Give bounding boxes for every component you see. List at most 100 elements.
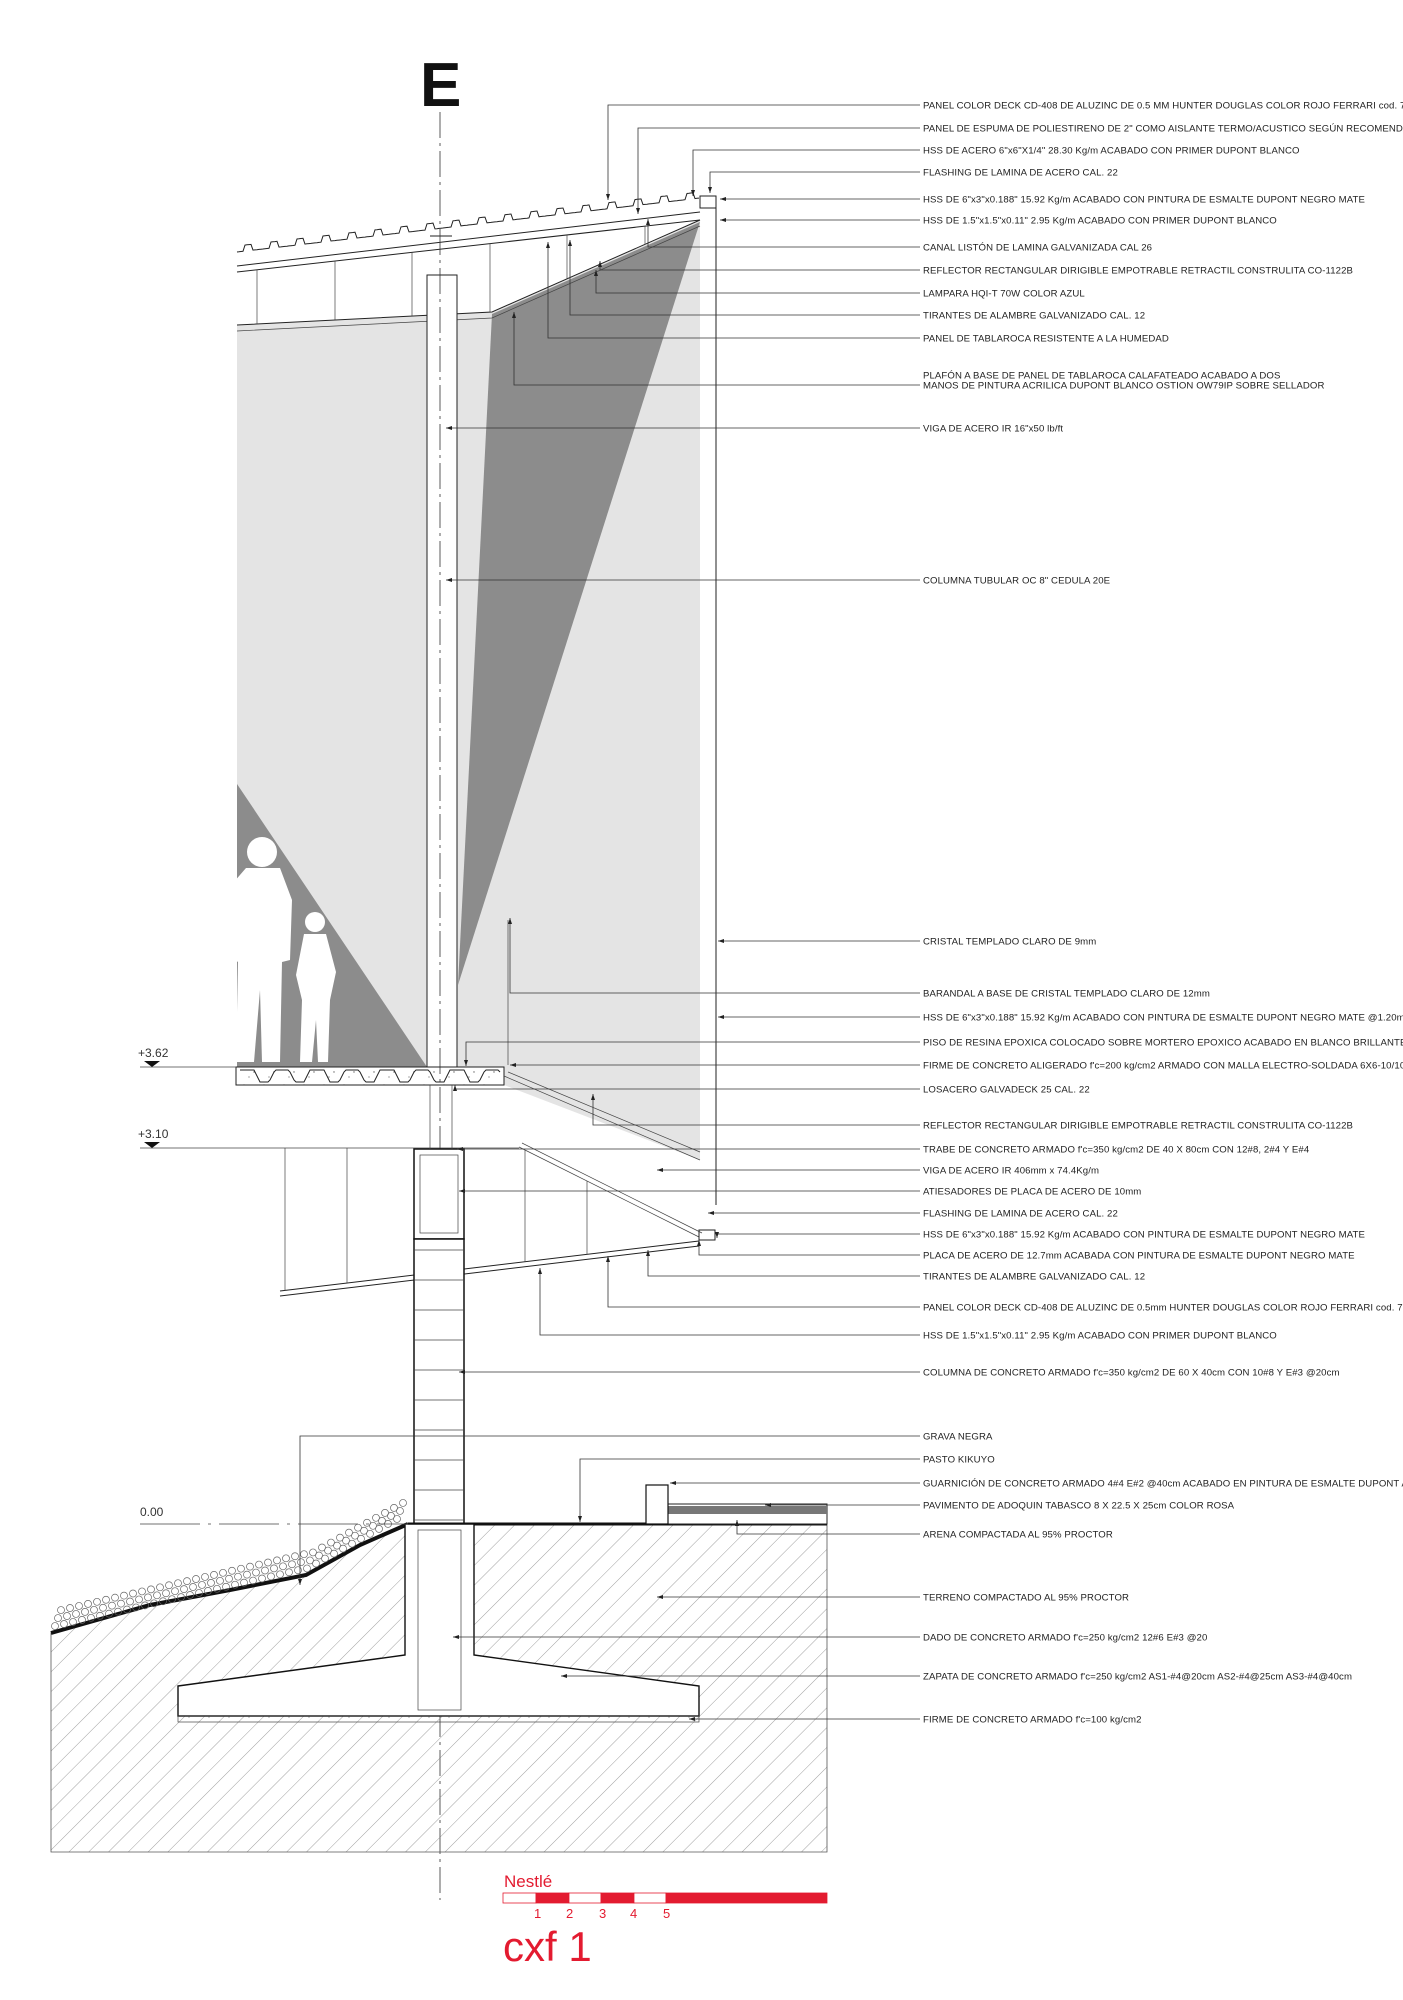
leader-arrow-icon (464, 1060, 468, 1066)
leader-line (698, 1240, 920, 1256)
level-markers: +3.62 +3.10 0.00 (138, 1046, 408, 1525)
leader-line (709, 171, 920, 193)
leader-line (547, 242, 920, 339)
annotation-label: MANOS DE PINTURA ACRILICA DUPONT BLANCO … (923, 381, 1324, 392)
leader-line (509, 918, 920, 994)
leader-arrow-icon (453, 1085, 457, 1091)
annotation-label: BARANDAL A BASE DE CRISTAL TEMPLADO CLAR… (923, 989, 1210, 1000)
leader-arrow-icon (568, 240, 572, 246)
steel-tubular-column (426, 274, 458, 1068)
annotation-label: LOSACERO GALVADECK 25 CAL. 22 (923, 1085, 1090, 1096)
leader-arrow-icon (715, 1232, 719, 1238)
concrete-column (413, 1085, 465, 1530)
brand-name: Nestlé (504, 1872, 552, 1891)
annotation-label: COLUMNA TUBULAR OC 8" CEDULA 20E (923, 576, 1110, 587)
annotation-label: FIRME DE CONCRETO ALIGERADO f'c=200 kg/c… (923, 1061, 1403, 1072)
leader-arrow-icon (446, 426, 452, 430)
annotation-label: TERRENO COMPACTADO AL 95% PROCTOR (923, 1593, 1129, 1604)
leader-line (647, 1250, 920, 1277)
leader-arrow-icon (657, 1168, 663, 1172)
adult-silhouette (214, 837, 292, 1062)
leader-arrow-icon (453, 1635, 459, 1639)
scale-tick-label: 4 (630, 1906, 637, 1921)
scale-tick-label: 3 (599, 1906, 606, 1921)
annotation-label: ATIESADORES DE PLACA DE ACERO DE 10mm (923, 1187, 1141, 1198)
wall-shadow-triangle (458, 222, 700, 985)
annotation-label: HSS DE 6"x3"x0.188" 15.92 Kg/m ACABADO C… (923, 195, 1365, 206)
leader-arrow-icon (636, 208, 640, 214)
leader-arrow-icon (735, 1520, 739, 1526)
annotation-label: TRABE DE CONCRETO ARMADO f'c=350 kg/cm2 … (923, 1145, 1310, 1156)
annotation-label: CANAL LISTÓN DE LAMINA GALVANIZADA CAL 2… (923, 243, 1152, 254)
leader-arrow-icon (689, 1717, 695, 1721)
scale-bar-segment (568, 1892, 602, 1904)
annotation-label: PISO DE RESINA EPOXICA COLOCADO SOBRE MO… (923, 1038, 1403, 1049)
leader-line (299, 1435, 920, 1585)
leader-arrow-icon (459, 1370, 465, 1374)
annotation-label: FLASHING DE LAMINA DE ACERO CAL. 22 (923, 1209, 1118, 1220)
level-upper-floor: +3.62 (138, 1046, 169, 1060)
leader-arrow-icon (508, 918, 512, 924)
title-block: Nestlé 1 2 3 4 5 cxf 1 (502, 1872, 828, 1970)
leader-arrow-icon (578, 1516, 582, 1522)
annotation-label: GRAVA NEGRA (923, 1432, 993, 1443)
leader-line (569, 240, 920, 316)
leader-line (595, 270, 920, 294)
leader-arrow-icon (538, 1268, 542, 1274)
leader-arrow-icon (591, 1094, 595, 1100)
leader-arrow-icon (512, 312, 516, 318)
annotation-label: FLASHING DE LAMINA DE ACERO CAL. 22 (923, 168, 1118, 179)
annotation-label: CRISTAL TEMPLADO CLARO DE 9mm (923, 937, 1096, 948)
leader-arrow-icon (646, 219, 650, 225)
annotation-label: PLAFÓN A BASE DE PANEL DE TABLAROCA CALA… (923, 371, 1280, 382)
leader-line (579, 1458, 920, 1522)
annotation-label: ARENA COMPACTADA AL 95% PROCTOR (923, 1530, 1113, 1541)
annotation-label: HSS DE 1.5"x1.5"x0.11" 2.95 Kg/m ACABADO… (923, 1331, 1277, 1342)
scale-bar-segment (502, 1892, 537, 1904)
annotation-label: PANEL DE ESPUMA DE POLIESTIRENO DE 2" CO… (923, 124, 1403, 135)
annotation-label: REFLECTOR RECTANGULAR DIRIGIBLE EMPOTRAB… (923, 266, 1353, 277)
scale-tick-label: 5 (663, 1906, 670, 1921)
scale-bar-segment (535, 1892, 570, 1904)
annotation-label: ZAPATA DE CONCRETO ARMADO f'c=250 kg/cm2… (923, 1672, 1352, 1683)
leader-arrow-icon (546, 242, 550, 248)
annotation-label: FIRME DE CONCRETO ARMADO f'c=100 kg/cm2 (923, 1715, 1142, 1726)
leader-arrow-icon (561, 1674, 567, 1678)
leader-line (607, 104, 920, 200)
level-lower-soffit: +3.10 (138, 1127, 169, 1141)
annotation-label: HSS DE 1.5"x1.5"x0.11" 2.95 Kg/m ACABADO… (923, 216, 1277, 227)
annotation-label: REFLECTOR RECTANGULAR DIRIGIBLE EMPOTRAB… (923, 1121, 1353, 1132)
ground-section (50, 1484, 828, 1853)
leader-arrow-icon (606, 194, 610, 200)
upper-floor-slab (235, 920, 701, 1161)
annotation-label: TIRANTES DE ALAMBRE GALVANIZADO CAL. 12 (923, 311, 1145, 322)
leader-arrow-icon (298, 1579, 302, 1585)
leader-line (539, 1268, 920, 1336)
leader-arrow-icon (670, 1481, 676, 1485)
leader-line (465, 1041, 920, 1066)
leader-arrow-icon (691, 190, 695, 196)
level-ground: 0.00 (140, 1505, 164, 1519)
annotation-label: VIGA DE ACERO IR 406mm x 74.4Kg/m (923, 1166, 1099, 1177)
leader-line (716, 1233, 920, 1238)
scale-tick-label: 1 (534, 1906, 541, 1921)
annotation-label: TIRANTES DE ALAMBRE GALVANIZADO CAL. 12 (923, 1272, 1145, 1283)
leader-arrow-icon (457, 1147, 463, 1151)
annotation-label: HSS DE 6"x3"x0.188" 15.92 Kg/m ACABADO C… (923, 1230, 1365, 1241)
scale-tick-label: 2 (566, 1906, 573, 1921)
annotation-labels: PANEL COLOR DECK CD-408 DE ALUZINC DE 0.… (923, 101, 1403, 1726)
leader-line (637, 127, 920, 214)
roof-assembly (236, 192, 717, 332)
leader-arrow-icon (708, 1211, 714, 1215)
annotation-label: PANEL DE TABLAROCA RESISTENTE A LA HUMED… (923, 334, 1169, 345)
annotation-label: PAVIMENTO DE ADOQUIN TABASCO 8 X 22.5 X … (923, 1501, 1235, 1512)
leader-lines (298, 104, 920, 1721)
leader-arrow-icon (510, 1063, 516, 1067)
annotation-label: GUARNICIÓN DE CONCRETO ARMADO 4#4 E#2 @4… (923, 1479, 1403, 1490)
leader-line (692, 149, 920, 196)
leader-arrow-icon (657, 1595, 663, 1599)
leader-arrow-icon (446, 578, 452, 582)
annotation-label: PANEL COLOR DECK CD-408 DE ALUZINC DE 0.… (923, 101, 1403, 112)
sheet-number: cxf 1 (503, 1923, 592, 1970)
annotation-label: PANEL COLOR DECK CD-408 DE ALUZINC DE 0.… (923, 1303, 1403, 1314)
